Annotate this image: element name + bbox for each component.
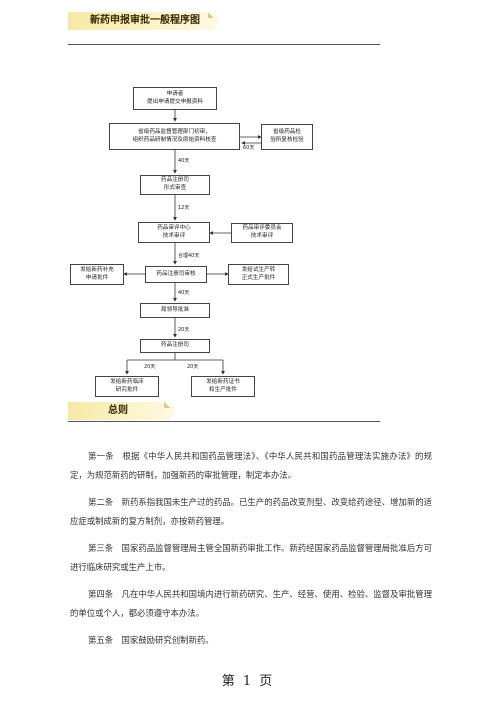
box-notify-formal-line2: 正式生产批件 [241, 274, 276, 281]
box-applicant: 申请者 提出申请提交申报资料 [133, 87, 217, 110]
box-notify-formal-production: 发给试生产转 正式生产批件 [228, 264, 289, 285]
box-evaluation-center-line1: 药品审评中心 [157, 224, 191, 231]
title-underline [68, 44, 380, 45]
box-certificate-approval-line2: 和生产批件 [209, 386, 237, 393]
general-title: 总则 [108, 405, 128, 416]
box-notify-supplement: 发给新药补充 申请批件 [70, 264, 124, 285]
box-registration-approval-line1: 药品注册司审核 [156, 270, 196, 277]
box-clinical-approval: 发给新药临床 研究批件 [95, 376, 159, 397]
box-review-committee: 药品审评委员会 技术审评 [231, 223, 293, 243]
box-drug-test-lab-line1: 省级药品检 [273, 129, 301, 136]
box-registration-office: 药品注册司 [140, 339, 210, 353]
box-review-committee-line1: 药品审评委员会 [242, 225, 282, 232]
article-2: 第二条 新药系指我国未生产过的药品。已生产的药品改变剂型、改变给药途径、增加新的… [70, 497, 432, 526]
box-registration-dept-line1: 药品注册司 [161, 177, 189, 184]
box-provincial-line1: 省级药品监督管理部门初审， [138, 128, 211, 135]
box-certificate-approval-line1: 发给新药证书 [206, 378, 240, 385]
general-title-underline [68, 421, 380, 422]
box-certificate-approval: 发给新药证书 和生产批件 [191, 376, 255, 397]
approval-flowchart: 申请者 提出申请提交申报资料 省级药品监督管理部门初审， 组织药品研制情况及原始… [65, 80, 325, 400]
box-registration-office-line1: 药品注册司 [161, 342, 189, 349]
box-notify-supplement-line1: 发给新药补充 [80, 266, 114, 273]
article-4: 第四条 凡在中华人民共和国境内进行新药研究、生产、经营、使用、检验、监督及审批管… [70, 589, 432, 618]
box-drug-test-lab: 省级药品检 验所复核检验 [261, 124, 313, 150]
box-notify-formal-line1: 发给试生产转 [241, 266, 276, 273]
label-40-days-b: 40天 [178, 290, 190, 296]
box-notify-supplement-line2: 申请批件 [85, 274, 109, 281]
label-20-days-a: 20天 [178, 327, 190, 333]
page-footer: 第 1 页 [221, 674, 275, 689]
box-clinical-approval-line2: 研究批件 [115, 386, 139, 393]
label-20-days-b: 20天 [144, 364, 156, 370]
banner-fold-decoration-2 [164, 402, 170, 408]
box-registration-approval: 药品注册司审核 [145, 266, 207, 283]
box-provincial-review: 省级药品监督管理部门初审， 组织药品研制情况及原始资料核查 [109, 123, 240, 150]
label-12-days: 12天 [178, 205, 190, 211]
box-applicant-line1: 申请者 [166, 90, 184, 97]
box-evaluation-center: 药品审评中心 技术审评 [138, 222, 210, 243]
label-combined-days: 合理40天 [178, 253, 200, 259]
article-1: 第一条 根据《中华人民共和国药品管理法》、《中华人民共和国药品管理法实施办法》的… [70, 451, 432, 480]
section-title-banner: 新药申报审批一般程序图 [68, 12, 220, 30]
article-3: 第三条 国家药品监督管理局主管全国新药审批工作。新药经国家药品监督管理局批准后方… [70, 543, 432, 572]
banner-fold-decoration [208, 12, 214, 18]
general-title-banner: 总则 [68, 402, 176, 420]
label-60-days: 60天 [243, 145, 255, 151]
article-5: 第五条 国家鼓励研究创制新药。 [88, 635, 214, 645]
box-bureau-approval-line1: 局领导批准 [161, 306, 189, 313]
box-bureau-approval: 局领导批准 [140, 303, 210, 318]
label-20-days-c: 20天 [187, 364, 199, 370]
box-clinical-approval-line1: 发给新药临床 [110, 378, 144, 385]
box-registration-dept: 药品注册司 形式审查 [140, 175, 210, 195]
box-review-committee-line2: 技术审评 [250, 233, 274, 239]
box-applicant-line2: 提出申请提交申报资料 [147, 98, 203, 105]
box-drug-test-lab-line2: 验所复核检验 [270, 137, 304, 143]
box-evaluation-center-line2: 技术审评 [162, 232, 186, 239]
label-40-days-a: 40天 [178, 158, 190, 164]
box-provincial-line2: 组织药品研制情况及原始资料核查 [132, 136, 217, 143]
section-title: 新药申报审批一般程序图 [90, 15, 200, 26]
flowchart-connectors [123, 110, 262, 375]
box-registration-dept-line2: 形式审查 [163, 185, 187, 191]
